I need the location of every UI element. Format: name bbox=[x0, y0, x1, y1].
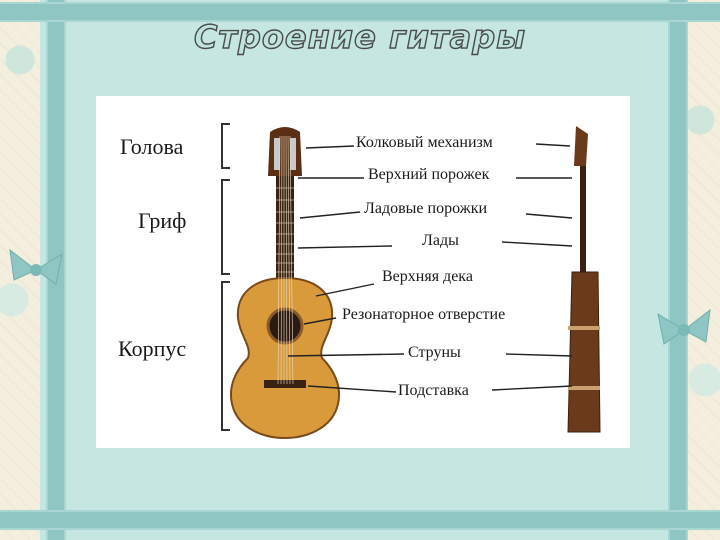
leader-tuners-side bbox=[535, 143, 571, 147]
part-label-nut: Верхний порожек bbox=[368, 166, 490, 183]
leader-strings-side bbox=[505, 353, 573, 357]
leader-strings bbox=[287, 353, 405, 357]
ribbon-bow-right bbox=[657, 308, 711, 345]
part-label-sound-hole: Резонаторное отверстие bbox=[342, 306, 506, 323]
section-label-head: Голова bbox=[120, 134, 184, 159]
part-label-fret-spaces: Лады bbox=[422, 232, 459, 249]
slide-title: Строение гитары bbox=[193, 17, 527, 56]
tuning-peg-right bbox=[290, 138, 296, 170]
guitar-side-illustration bbox=[567, 126, 601, 433]
ribbon-right bbox=[668, 0, 688, 540]
side-body bbox=[567, 271, 601, 433]
part-label-soundboard: Верхняя дека bbox=[382, 268, 473, 285]
ribbon-bow-left bbox=[9, 248, 63, 285]
leader-tuners bbox=[305, 145, 355, 149]
leader-frets2-side bbox=[501, 241, 573, 247]
part-label-tuners: Колковый механизм bbox=[356, 134, 493, 151]
leader-lines bbox=[287, 143, 573, 393]
section-label-neck: Гриф bbox=[138, 208, 187, 233]
leader-frets-side bbox=[525, 213, 573, 219]
body bbox=[230, 276, 340, 440]
bracket-head bbox=[221, 123, 230, 169]
leader-frets2 bbox=[297, 245, 393, 249]
leader-top bbox=[315, 283, 375, 297]
side-neck bbox=[580, 166, 586, 278]
bridge bbox=[264, 380, 306, 388]
leader-bridge-side bbox=[491, 385, 573, 391]
leader-frets bbox=[299, 211, 361, 219]
section-label-body: Корпус bbox=[118, 336, 187, 361]
leader-hole bbox=[303, 317, 337, 325]
tuning-peg-left bbox=[274, 138, 280, 170]
part-label-frets: Ладовые порожки bbox=[364, 200, 488, 217]
part-label-strings: Струны bbox=[408, 344, 461, 361]
sound-hole bbox=[266, 307, 304, 345]
bracket-neck bbox=[221, 179, 230, 275]
side-headstock bbox=[574, 126, 588, 166]
section-brackets bbox=[221, 123, 230, 431]
guitar-front-illustration bbox=[230, 127, 340, 440]
part-label-bridge: Подставка bbox=[398, 382, 469, 399]
ribbon-top bbox=[0, 2, 720, 22]
leader-bridge bbox=[307, 385, 397, 393]
diagram-graphics bbox=[221, 123, 601, 440]
headstock bbox=[268, 132, 302, 176]
bracket-body bbox=[221, 281, 230, 431]
guitar-diagram: Голова Гриф Корпус Колковый механизм Вер… bbox=[96, 96, 630, 448]
neck bbox=[276, 176, 294, 294]
ribbon-bottom bbox=[0, 510, 720, 530]
